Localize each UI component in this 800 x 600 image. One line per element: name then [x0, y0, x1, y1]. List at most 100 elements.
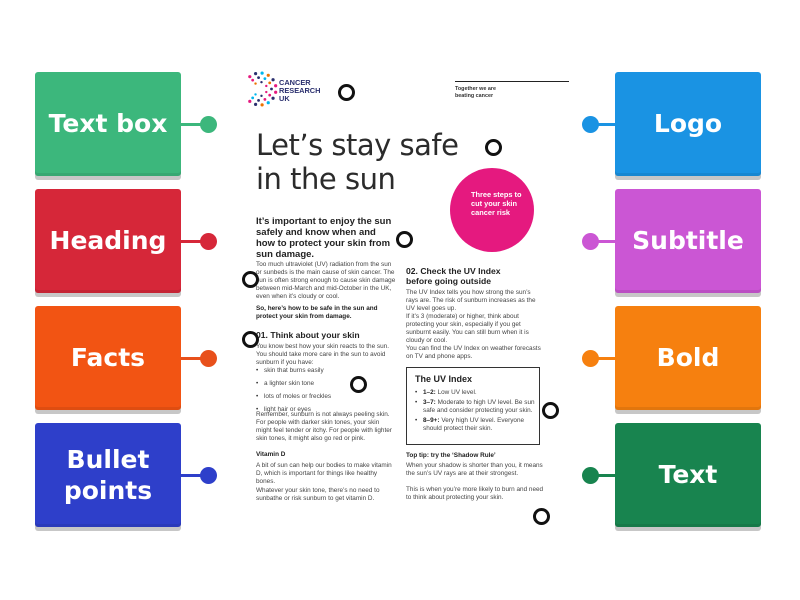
connector-dot[interactable]: [200, 467, 217, 484]
vitamin-d-heading-text: Vitamin D: [256, 451, 286, 458]
logo-dot: [254, 82, 257, 85]
logo-dot: [263, 98, 267, 101]
drop-target-text-box[interactable]: [542, 402, 559, 419]
callout-circle-text: Three steps to cut your skin cancer risk: [471, 190, 522, 217]
label-logo[interactable]: Logo: [615, 72, 761, 176]
intro-bold-text: So, here’s how to be safe in the sun and…: [256, 305, 396, 321]
drop-target-subtitle[interactable]: [396, 231, 413, 248]
bullet-item: lots of moles or freckles: [256, 393, 396, 401]
uv-item-desc: Very high UV level. Everyone should prot…: [423, 417, 525, 432]
section-1-heading: 01. Think about your skin: [256, 330, 360, 340]
logo-text: CANCER RESEARCH UK: [279, 79, 320, 103]
logo-dot: [257, 99, 260, 102]
section-2-heading: 02. Check the UV Index before going outs…: [406, 266, 501, 286]
logo-dot: [257, 76, 260, 79]
logo-dot: [260, 103, 264, 107]
tagline-line-1: Together we are: [455, 86, 496, 92]
connector-heading: [181, 233, 217, 250]
bullet-item: a lighter skin tone: [256, 380, 396, 388]
intro-subtitle: It’s important to enjoy the sun safely a…: [256, 216, 392, 260]
logo-dot: [271, 96, 275, 100]
logo-dot: [251, 96, 255, 100]
connector-bullet-points: [181, 467, 217, 484]
logo-dot: [274, 84, 278, 88]
logo-dot: [266, 73, 270, 77]
drop-target-heading[interactable]: [485, 139, 502, 156]
logo-dot: [266, 101, 270, 105]
connector-facts: [181, 350, 217, 367]
logo-dot: [253, 72, 258, 76]
drop-target-bullets[interactable]: [350, 376, 367, 393]
drop-target-logo[interactable]: [338, 84, 355, 101]
logo-dot: [270, 87, 273, 91]
logo-dot: [254, 93, 257, 96]
title-line-1: Let’s stay safe: [256, 128, 459, 162]
drop-target-bold[interactable]: [242, 331, 259, 348]
connector-dot[interactable]: [582, 116, 599, 133]
connector-bold: [582, 350, 615, 367]
label-subtitle[interactable]: Subtitle: [615, 189, 761, 293]
logo-line-1: CANCER: [279, 78, 311, 87]
logo-dot: [265, 90, 268, 94]
connector-dot[interactable]: [582, 467, 599, 484]
logo-dot: [274, 90, 278, 94]
uv-item: 8–9+: Very high UV level. Everyone shoul…: [415, 417, 535, 433]
cancer-research-logo-icon: [248, 71, 278, 107]
callout-circle: Three steps to cut your skin cancer risk: [450, 168, 534, 252]
connector-dot[interactable]: [582, 233, 599, 250]
tagline-rule: [455, 81, 569, 82]
connector-text: [582, 467, 615, 484]
uv-index-box-title: The UV Index: [415, 374, 473, 384]
connector-dot[interactable]: [582, 350, 599, 367]
section-1-after-text: Remember, sunburn is not always peeling …: [256, 411, 392, 442]
leaflet-document: CANCER RESEARCH UK Together we are beati…: [236, 62, 580, 532]
connector-dot[interactable]: [200, 350, 217, 367]
label-text[interactable]: Text: [615, 423, 761, 527]
uv-index-box: The UV Index 1–2: Low UV level. 3–7: Mod…: [406, 367, 540, 445]
label-heading[interactable]: Heading: [35, 189, 181, 293]
vitamin-d-heading: Vitamin D: [256, 451, 285, 459]
page-title: Let’s stay safe in the sun: [256, 128, 459, 196]
vitamin-d-text-2: Whatever your skin tone, there’s no need…: [256, 487, 380, 502]
bullet-item: skin that burns easily: [256, 367, 396, 375]
uv-item-range: 8–9+:: [423, 417, 440, 424]
tagline-line-2: beating cancer: [455, 93, 494, 99]
connector-logo: [582, 116, 615, 133]
section-2-text-3: You can find the UV Index on weather for…: [406, 345, 541, 360]
logo-line-3: UK: [279, 94, 290, 103]
uv-item-range: 1–2:: [423, 389, 436, 396]
uv-index-list: 1–2: Low UV level. 3–7: Moderate to high…: [415, 389, 535, 435]
section-2-text-1: The UV Index tells you how strong the su…: [406, 289, 536, 312]
drop-target-facts[interactable]: [533, 508, 550, 525]
label-bullet-points[interactable]: Bullet points: [35, 423, 181, 527]
tip-heading-text: Top tip: try the ‘Shadow Rule’: [406, 452, 496, 459]
logo-dot: [268, 81, 272, 85]
logo-dot: [248, 99, 252, 103]
logo-line-2: RESEARCH: [279, 86, 321, 95]
connector-dot[interactable]: [200, 116, 217, 133]
logo-dot: [263, 77, 267, 80]
logo-dot: [260, 94, 263, 98]
intro-text: Too much ultraviolet (UV) radiation from…: [256, 261, 396, 300]
logo-dot: [248, 75, 252, 79]
logo-dot: [268, 93, 272, 97]
intro-bold: So, here’s how to be safe in the sun and…: [256, 305, 378, 320]
tip-text-1: When your shadow is shorter than you, it…: [406, 462, 543, 477]
logo-dot: [253, 102, 258, 106]
title-line-2: in the sun: [256, 162, 396, 196]
logo-dot: [260, 80, 263, 84]
logo-dot: [260, 71, 264, 75]
uv-item: 3–7: Moderate to high UV level. Be sun s…: [415, 399, 535, 415]
uv-item-desc: Low UV level.: [437, 389, 477, 396]
drop-target-text[interactable]: [242, 271, 259, 288]
tagline: Together we are beating cancer: [455, 86, 496, 100]
label-text-box[interactable]: Text box: [35, 72, 181, 176]
label-facts[interactable]: Facts: [35, 306, 181, 410]
logo-dot: [251, 78, 255, 82]
label-bold[interactable]: Bold: [615, 306, 761, 410]
uv-item-range: 3–7:: [423, 399, 436, 406]
connector-dot[interactable]: [200, 233, 217, 250]
tip-text-2: This is when you’re more likely to burn …: [406, 486, 544, 501]
uv-item-desc: Moderate to high UV level. Be sun safe a…: [423, 399, 535, 414]
bullet-list: skin that burns easily a lighter skin to…: [256, 367, 396, 419]
